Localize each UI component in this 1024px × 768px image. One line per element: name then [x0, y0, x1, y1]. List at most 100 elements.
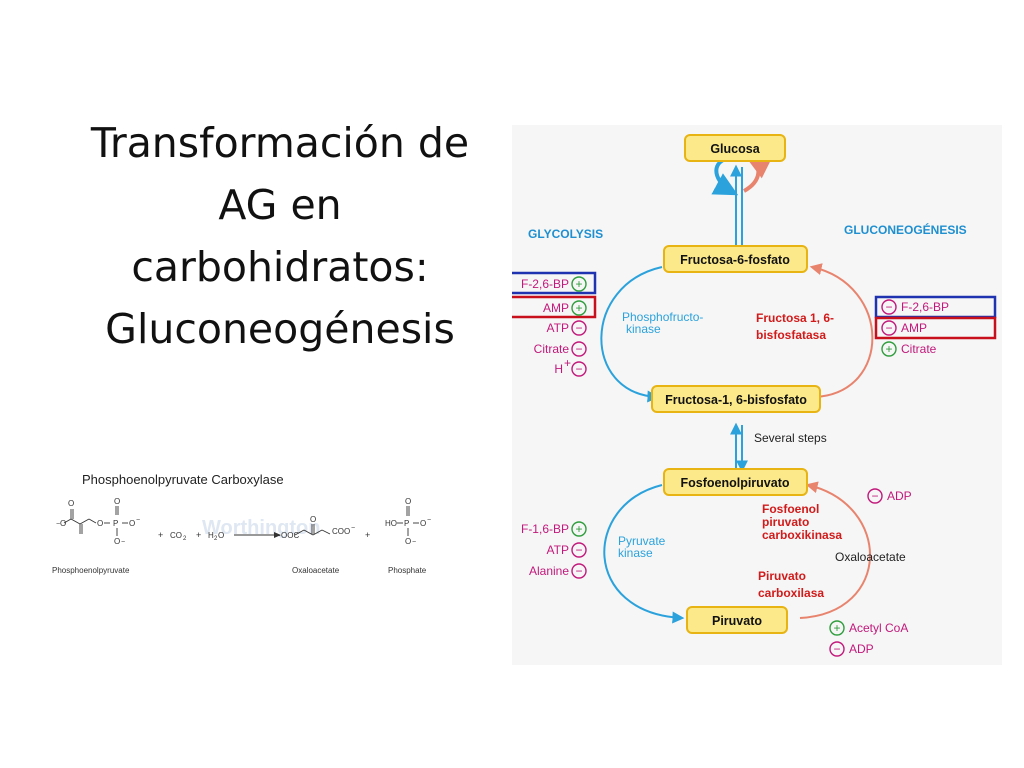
pfk-label-1: Phosphofructo-	[622, 310, 703, 324]
plus-icon: +	[833, 621, 840, 635]
svg-text:OOC: OOC	[281, 531, 299, 540]
svg-text:O: O	[405, 497, 411, 506]
phosphate-label: Phosphate	[388, 566, 427, 575]
svg-text:Citrate: Citrate	[534, 342, 570, 356]
svg-text:ATP: ATP	[547, 543, 569, 557]
pepck-label-2: piruvato	[762, 515, 809, 529]
svg-text:P: P	[404, 519, 409, 528]
svg-text:+: +	[365, 530, 370, 540]
svg-text:COO: COO	[332, 527, 350, 536]
pc-label-2: carboxilasa	[758, 586, 824, 600]
svg-text:O: O	[310, 515, 316, 524]
phosphate-structure	[397, 506, 419, 536]
svg-text:Acetyl CoA: Acetyl CoA	[849, 621, 908, 635]
glycolysis-label: GLYCOLYSIS	[528, 227, 603, 241]
svg-text:Glucosa: Glucosa	[710, 142, 760, 156]
plus-icon: +	[575, 301, 582, 315]
minus-icon: −	[575, 362, 582, 376]
fbpase-label-2: bisfosfatasa	[756, 328, 826, 342]
pfk-label-2: kinase	[626, 322, 661, 336]
svg-text:+: +	[196, 530, 201, 540]
svg-text:Citrate: Citrate	[901, 342, 937, 356]
svg-text:HO: HO	[385, 519, 397, 528]
minus-icon: −	[575, 543, 582, 557]
highlight-amp-glycolysis	[512, 295, 597, 319]
title-line-1: Transformación de	[90, 119, 470, 167]
glycolysis-regulators-2: F-1,6-BP + ATP − Alanine −	[521, 521, 587, 579]
svg-text:O: O	[60, 519, 66, 528]
oaa-label: Oxaloacetate	[292, 566, 340, 575]
svg-text:AMP: AMP	[543, 301, 569, 315]
svg-text:ADP: ADP	[887, 489, 912, 503]
svg-text:ADP: ADP	[849, 642, 874, 656]
fbpase-label-1: Fructosa 1, 6-	[756, 311, 834, 325]
svg-text:2: 2	[183, 536, 187, 542]
svg-text:H: H	[208, 531, 214, 540]
vertical-pathway-arrows	[730, 164, 748, 473]
glycolysis-regulators-1: F-2,6-BP + AMP + ATP − Citrate − H + −	[521, 276, 587, 377]
pep-structure	[63, 506, 128, 536]
minus-icon: −	[575, 321, 582, 335]
minus-icon: −	[885, 321, 892, 335]
svg-text:Fructosa-6-fosfato: Fructosa-6-fosfato	[680, 253, 790, 267]
several-steps-label: Several steps	[754, 431, 827, 445]
minus-icon: −	[833, 642, 840, 656]
svg-text:O: O	[129, 519, 135, 528]
pepck-label-3: carboxikinasa	[762, 528, 842, 542]
gluconeo-arc-2	[799, 481, 871, 619]
svg-text:Alanine: Alanine	[529, 564, 569, 578]
box-glucosa: Glucosa	[684, 134, 786, 162]
svg-text:−: −	[351, 525, 355, 532]
svg-text:+: +	[158, 530, 163, 540]
box-fructosa-6-fosfato: Fructosa-6-fosfato	[663, 245, 808, 273]
svg-text:−: −	[121, 539, 125, 546]
box-fosfoenolpiruvato: Fosfoenolpiruvato	[663, 468, 808, 496]
pc-label-1: Piruvato	[758, 569, 806, 583]
plus-icon: +	[885, 342, 892, 356]
svg-text:−: −	[412, 539, 416, 546]
pepck-label-1: Fosfoenol	[762, 502, 819, 516]
svg-text:O: O	[97, 519, 103, 528]
svg-text:−: −	[276, 533, 280, 540]
svg-text:O: O	[420, 519, 426, 528]
title-line-2: AG en	[218, 181, 342, 229]
gluconeo-regulators-2: − ADP + Acetyl CoA − ADP	[829, 488, 912, 657]
pep-label: Phosphoenolpyruvate	[52, 566, 130, 575]
reaction-title: Phosphoenolpyruvate Carboxylase	[82, 472, 284, 487]
svg-text:F-2,6-BP: F-2,6-BP	[901, 300, 949, 314]
reaction-scheme: Worthington − O O O P O O − O − + CO 2 +	[56, 497, 431, 546]
svg-text:CO: CO	[170, 531, 182, 540]
box-fructosa-1-6-bisfosfato: Fructosa-1, 6-bisfosfato	[651, 385, 821, 413]
svg-text:H: H	[554, 362, 563, 376]
svg-text:2: 2	[214, 536, 218, 542]
pk-label-1: Pyruvate	[618, 534, 666, 548]
oxaloacetate-label: Oxaloacetate	[835, 550, 906, 564]
minus-icon: −	[871, 489, 878, 503]
title-line-3: carbohidratos:	[131, 243, 429, 291]
gluconeogenesis-label: GLUCONEOGÉNESIS	[844, 222, 967, 237]
highlight-amp-gluconeo	[874, 316, 997, 340]
svg-text:−: −	[56, 521, 60, 528]
gluconeogenesis-diagram: Glucosa Fructosa-6-fosfato Fructosa-1, 6…	[512, 125, 1002, 665]
svg-text:O: O	[68, 499, 74, 508]
minus-icon: −	[885, 300, 892, 314]
glycolysis-arc-2	[603, 484, 685, 624]
slide-title: Transformación de AG en carbohidratos: G…	[40, 112, 520, 360]
title-line-4: Gluconeogénesis	[105, 305, 455, 353]
svg-text:+: +	[564, 356, 571, 370]
svg-text:F-1,6-BP: F-1,6-BP	[521, 522, 569, 536]
svg-text:O: O	[114, 537, 120, 546]
reaction-arrowhead	[274, 532, 281, 538]
svg-text:Fructosa-1, 6-bisfosfato: Fructosa-1, 6-bisfosfato	[665, 393, 807, 407]
gluconeo-arc-1	[809, 263, 874, 398]
svg-text:−: −	[427, 517, 431, 524]
svg-text:O: O	[405, 537, 411, 546]
svg-text:O: O	[114, 497, 120, 506]
highlight-f26bp-glycolysis	[512, 271, 597, 295]
svg-text:−: −	[136, 517, 140, 524]
minus-icon: −	[575, 564, 582, 578]
pk-label-2: kinase	[618, 546, 653, 560]
svg-text:O: O	[218, 531, 224, 540]
oxaloacetate-structure	[294, 524, 331, 536]
svg-text:Piruvato: Piruvato	[712, 614, 762, 628]
